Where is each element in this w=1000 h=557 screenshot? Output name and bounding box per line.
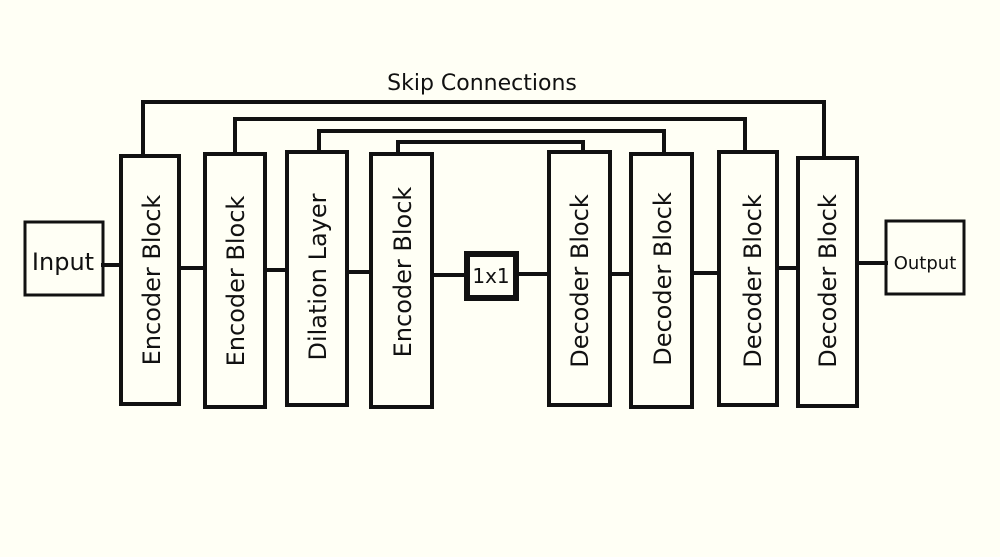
bottleneck-box: [464, 251, 519, 301]
block-label-encoder-4: Encoder Block: [389, 187, 417, 358]
block-label-encoder-1: Encoder Block: [138, 195, 166, 366]
block-label-decoder-3: Decoder Block: [739, 194, 767, 368]
encoder-block-2: [203, 152, 267, 409]
encoder-block-4: [369, 152, 434, 409]
skip-connection-3: [317, 129, 666, 155]
decoder-block-3: [717, 150, 779, 407]
bottleneck-label: 1x1: [472, 264, 509, 288]
block-label-dilation: Dilation Layer: [304, 193, 332, 360]
input-label: Input: [32, 248, 94, 276]
skip-connection-outer: [141, 100, 826, 160]
block-label-encoder-2: Encoder Block: [222, 196, 250, 367]
dilation-layer: [285, 150, 349, 407]
block-label-decoder-1: Decoder Block: [566, 194, 594, 368]
block-label-decoder-2: Decoder Block: [649, 192, 677, 366]
skip-connection-inner: [396, 140, 585, 155]
encoder-block-1: [119, 154, 181, 406]
output-box: [884, 219, 966, 296]
output-label: Output: [894, 253, 957, 274]
decoder-block-2: [629, 152, 694, 409]
decoder-block-4: [796, 156, 859, 408]
input-box: [23, 220, 105, 297]
decoder-block-1: [547, 150, 612, 407]
skip-connections-title: Skip Connections: [387, 71, 577, 96]
block-label-decoder-4: Decoder Block: [814, 194, 842, 368]
skip-connection-2: [233, 117, 747, 155]
